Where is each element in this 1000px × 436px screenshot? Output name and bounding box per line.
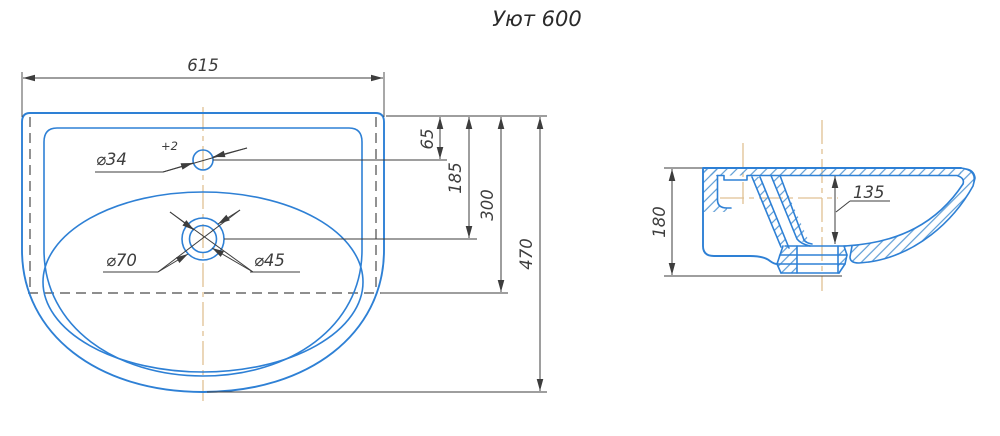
section-left-outer-edge bbox=[702, 167, 778, 265]
hatch-drain-right bbox=[838, 246, 847, 273]
faucet-tolerance-label: +2 bbox=[161, 139, 178, 153]
leader-line-drain-outer bbox=[157, 209, 241, 273]
section-channel-wall bbox=[751, 176, 782, 248]
hatch-channel-right bbox=[771, 175, 810, 244]
dim-bowl-depth-label: 135 bbox=[853, 183, 885, 202]
section-channel-wall bbox=[779, 174, 813, 245]
drain-outer-diameter-label: ⌀70 bbox=[106, 251, 137, 270]
dim-depth-label: 470 bbox=[517, 238, 536, 270]
top-view: 615 65 185 300 470 ⌀34 +2 ⌀70 ⌀45 bbox=[21, 56, 547, 401]
section-view: 180 135 bbox=[650, 120, 976, 291]
dim-faucet-offset-label: 65 bbox=[418, 129, 437, 150]
hatch-deck bbox=[703, 168, 961, 176]
hatch-back-wall bbox=[703, 168, 727, 212]
dim-overflow-offset-label: 300 bbox=[478, 189, 497, 221]
section-rim-hook bbox=[960, 167, 976, 182]
bowl-ellipse bbox=[42, 191, 364, 373]
section-bowl-foot bbox=[849, 245, 870, 264]
leader-arrow bbox=[157, 253, 189, 273]
section-bowl-surface bbox=[844, 183, 964, 247]
drawing-title: Уют 600 bbox=[492, 7, 581, 31]
hatch-channel-left bbox=[752, 177, 789, 248]
hatch-drain-left bbox=[777, 246, 797, 273]
section-back-wall-inner bbox=[716, 174, 732, 209]
leader-arrow bbox=[211, 247, 254, 273]
basin-inner-rim bbox=[43, 127, 363, 377]
leader-arrow bbox=[217, 209, 241, 225]
faucet-diameter-label: ⌀34 bbox=[96, 150, 127, 169]
hatch-bowl-wall bbox=[845, 168, 975, 263]
drain-inner-diameter-label: ⌀45 bbox=[254, 251, 285, 270]
leader-arrow bbox=[169, 211, 195, 231]
drain-hole-inner bbox=[188, 224, 218, 254]
leader-line-bowl-depth bbox=[835, 200, 851, 213]
basin-outer-outline bbox=[21, 112, 385, 393]
section-drain-right-steps bbox=[838, 245, 848, 274]
section-deck-underside bbox=[716, 174, 965, 185]
dim-section-height-label: 180 bbox=[650, 206, 669, 238]
dim-drain-offset-label: 185 bbox=[446, 162, 465, 194]
leader-arrow bbox=[212, 147, 248, 158]
section-channel-wall bbox=[759, 176, 790, 249]
section-hatching bbox=[703, 168, 975, 273]
leader-arrow bbox=[162, 162, 194, 173]
section-drain-left-steps bbox=[776, 245, 784, 274]
dim-width-label: 615 bbox=[187, 56, 219, 75]
